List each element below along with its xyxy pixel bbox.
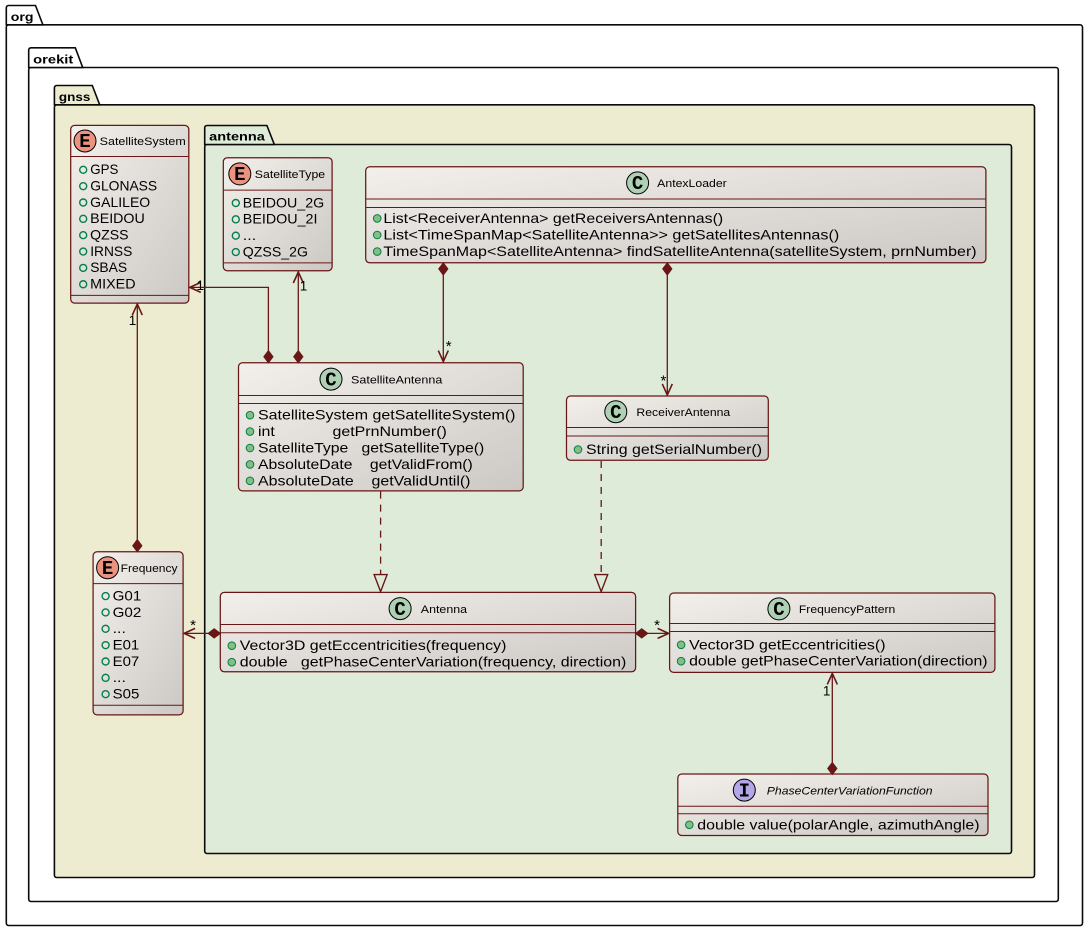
svg-text:...: ... [243, 227, 256, 243]
svg-text:*: * [654, 617, 660, 634]
svg-text:IRNSS: IRNSS [90, 243, 132, 259]
svg-text:TimeSpanMap<SatelliteAntenna>: TimeSpanMap<SatelliteAntenna> findSatell… [383, 243, 976, 259]
svg-text:SatelliteType: SatelliteType [255, 169, 325, 181]
svg-text:Vector3D getEccentricities(fre: Vector3D getEccentricities(frequency) [240, 637, 507, 653]
svg-text:1: 1 [129, 313, 137, 328]
svg-text:FrequencyPattern: FrequencyPattern [799, 604, 895, 616]
svg-text:orekit: orekit [33, 53, 73, 67]
svg-text:*: * [660, 373, 666, 390]
svg-text:Frequency: Frequency [121, 563, 178, 575]
svg-text:GLONASS: GLONASS [90, 177, 157, 193]
svg-text:int getPrnNumber(): int getPrnNumber() [258, 423, 447, 439]
svg-text:1: 1 [300, 279, 308, 294]
svg-text:I: I [739, 780, 750, 802]
svg-text:G01: G01 [113, 587, 142, 603]
svg-text:C: C [610, 402, 621, 424]
svg-text:org: org [11, 10, 34, 24]
svg-text:SatelliteType getSatelliteTy: SatelliteType getSatelliteType() [258, 440, 484, 456]
svg-text:double getPhaseCenterVariati: double getPhaseCenterVariation(frequency… [240, 654, 626, 670]
svg-text:SatelliteAntenna: SatelliteAntenna [351, 374, 443, 386]
svg-text:E07: E07 [113, 653, 140, 669]
svg-text:C: C [394, 599, 405, 621]
svg-text:1: 1 [197, 278, 205, 293]
svg-text:...: ... [113, 669, 126, 685]
svg-text:String getSerialNumber(): String getSerialNumber() [586, 441, 762, 457]
svg-text:AbsoluteDate getValidUntil(: AbsoluteDate getValidUntil() [258, 472, 470, 488]
svg-text:double value(polarAngle, azimu: double value(polarAngle, azimuthAngle) [697, 816, 979, 832]
svg-text:C: C [325, 369, 336, 391]
svg-text:C: C [773, 599, 784, 621]
svg-text:C: C [632, 173, 643, 195]
svg-text:Vector3D getEccentricities(): Vector3D getEccentricities() [689, 636, 885, 652]
svg-text:GPS: GPS [90, 161, 118, 177]
svg-text:SatelliteSystem getSatelliteSy: SatelliteSystem getSatelliteSystem() [258, 407, 515, 423]
svg-text:MIXED: MIXED [90, 276, 135, 292]
svg-text:ReceiverAntenna: ReceiverAntenna [636, 407, 731, 419]
svg-text:BEIDOU_2I: BEIDOU_2I [243, 211, 318, 227]
svg-text:AntexLoader: AntexLoader [657, 178, 727, 190]
svg-text:1: 1 [823, 683, 831, 698]
svg-text:SBAS: SBAS [90, 259, 127, 275]
svg-text:double getPhaseCenterVariation: double getPhaseCenterVariation(direction… [689, 653, 987, 669]
svg-text:GALILEO: GALILEO [90, 194, 150, 210]
svg-text:E01: E01 [113, 636, 140, 652]
svg-text:E: E [79, 131, 90, 153]
svg-text:PhaseCenterVariationFunction: PhaseCenterVariationFunction [767, 785, 933, 797]
svg-text:AbsoluteDate getValidFrom(): AbsoluteDate getValidFrom() [258, 456, 473, 472]
svg-text:gnss: gnss [59, 90, 91, 104]
svg-text:BEIDOU: BEIDOU [90, 210, 145, 226]
svg-text:QZSS_2G: QZSS_2G [243, 243, 308, 259]
svg-text:E: E [234, 164, 245, 186]
svg-text:List<TimeSpanMap<SatelliteAnte: List<TimeSpanMap<SatelliteAntenna>> getS… [383, 227, 839, 243]
svg-text:S05: S05 [113, 686, 140, 702]
svg-text:BEIDOU_2G: BEIDOU_2G [243, 194, 324, 210]
svg-text:List<ReceiverAntenna> getRecei: List<ReceiverAntenna> getReceiversAntenn… [383, 210, 723, 226]
svg-text:QZSS: QZSS [90, 227, 128, 243]
svg-text:*: * [446, 338, 452, 355]
svg-text:Antenna: Antenna [421, 604, 468, 616]
svg-text:antenna: antenna [209, 130, 265, 144]
svg-text:*: * [190, 617, 196, 634]
svg-text:SatelliteSystem: SatelliteSystem [100, 136, 186, 148]
svg-text:G02: G02 [113, 604, 142, 620]
svg-text:...: ... [113, 620, 126, 636]
svg-text:E: E [102, 558, 113, 580]
